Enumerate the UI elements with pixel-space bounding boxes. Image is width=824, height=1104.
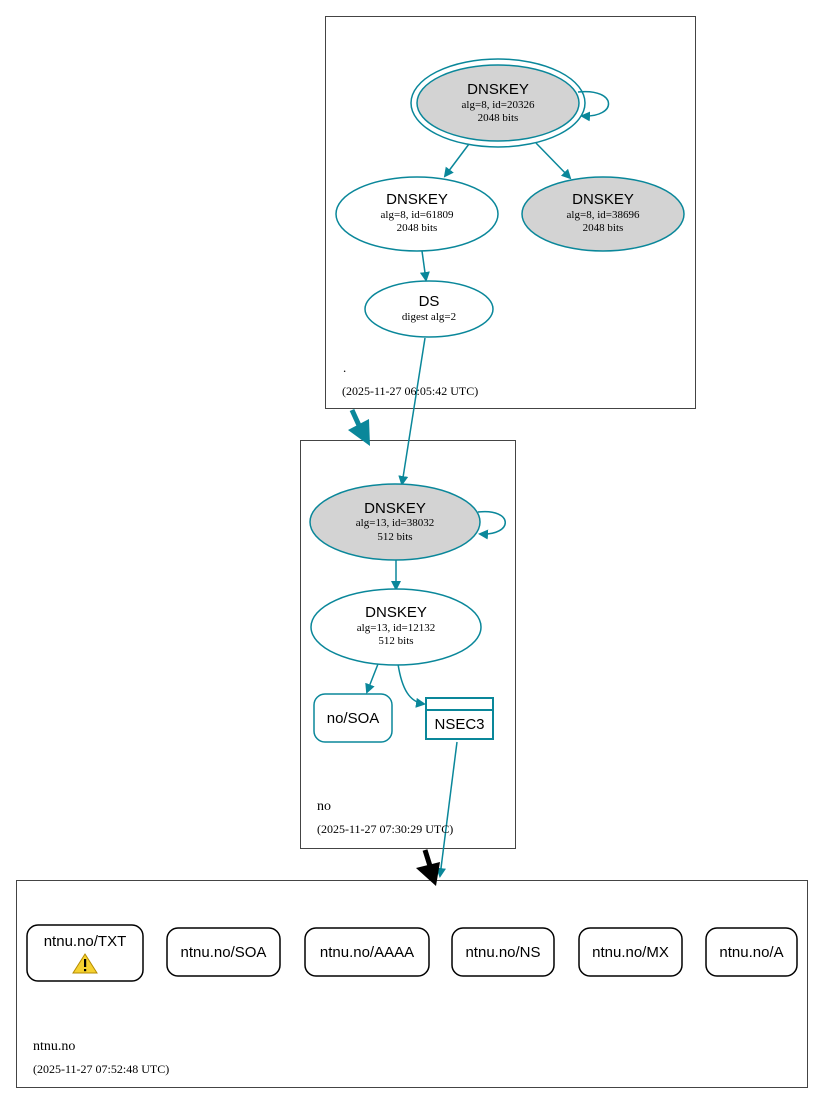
zone-timestamp-root: (2025-11-27 06:05:42 UTC)	[342, 384, 478, 398]
root-zsk-line1: alg=8, id=61809	[381, 209, 454, 221]
zone-label-root: .	[343, 360, 346, 375]
record-label-mx: ntnu.no/MX	[592, 944, 669, 961]
no-soa-node[interactable]: no/SOA	[313, 693, 393, 743]
record-ntnu-txt[interactable]: ntnu.no/TXT	[26, 924, 144, 982]
root-zsk-title: DNSKEY	[386, 191, 448, 208]
no-soa-label: no/SOA	[327, 710, 380, 727]
zone-box-ntnu	[16, 880, 808, 1088]
no-ksk-line2: 512 bits	[377, 531, 412, 543]
edge-no-zsk-to-soa	[365, 663, 379, 694]
record-ntnu-soa[interactable]: ntnu.no/SOA	[166, 927, 281, 977]
record-ntnu-ns[interactable]: ntnu.no/NS	[451, 927, 555, 977]
no-zsk-node[interactable]: DNSKEY alg=13, id=12132 512 bits	[310, 588, 482, 666]
root-key3-line2: 2048 bits	[583, 222, 624, 234]
zone-box-root	[325, 16, 696, 409]
root-zsk-node[interactable]: DNSKEY alg=8, id=61809 2048 bits	[335, 176, 499, 252]
root-ds-node[interactable]: DS digest alg=2	[364, 280, 494, 338]
record-label-txt: ntnu.no/TXT	[44, 933, 127, 950]
edge-nsec3-to-ntnu	[436, 741, 458, 878]
edge-ds-to-no-ksk	[398, 337, 426, 486]
record-label-ns: ntnu.no/NS	[465, 944, 540, 961]
edge-root-ksk-to-zsk	[443, 143, 470, 178]
root-ksk-line1: alg=8, id=20326	[462, 99, 535, 111]
no-ksk-node[interactable]: DNSKEY alg=13, id=38032 512 bits	[309, 483, 481, 561]
no-ksk-line1: alg=13, id=38032	[356, 517, 434, 529]
no-ksk-title: DNSKEY	[364, 500, 426, 517]
no-nsec3-node[interactable]: NSEC3	[425, 697, 494, 740]
warning-icon	[72, 953, 98, 974]
zone-label-no: no	[317, 799, 331, 814]
record-label-a: ntnu.no/A	[719, 944, 783, 961]
record-label-aaaa: ntnu.no/AAAA	[320, 944, 414, 961]
record-ntnu-a[interactable]: ntnu.no/A	[705, 927, 798, 977]
no-nsec3-label: NSEC3	[434, 716, 484, 733]
zone-timestamp-no: (2025-11-27 07:30:29 UTC)	[317, 822, 453, 836]
zone-box-no	[300, 440, 516, 849]
no-zsk-line2: 512 bits	[378, 635, 413, 647]
no-zsk-line1: alg=13, id=12132	[357, 622, 435, 634]
record-label-soa: ntnu.no/SOA	[181, 944, 267, 961]
zone-label-ntnu: ntnu.no	[33, 1039, 75, 1054]
zone-timestamp-ntnu: (2025-11-27 07:52:48 UTC)	[33, 1062, 169, 1076]
edge-no-ksk-self	[477, 510, 506, 540]
root-ksk-line2: 2048 bits	[478, 112, 519, 124]
root-ksk-title: DNSKEY	[467, 81, 529, 98]
delegation-arrow-no-ntnu	[422, 849, 433, 867]
edge-root-ksk-to-key3	[535, 142, 572, 180]
root-ksk-node[interactable]: DNSKEY alg=8, id=20326 2048 bits	[410, 58, 586, 148]
edge-no-zsk-to-nsec3	[397, 663, 426, 708]
edge-root-ksk-self	[577, 90, 610, 122]
no-zsk-title: DNSKEY	[365, 604, 427, 621]
root-key3-node[interactable]: DNSKEY alg=8, id=38696 2048 bits	[521, 176, 685, 252]
root-key3-title: DNSKEY	[572, 191, 634, 208]
root-key3-line1: alg=8, id=38696	[567, 209, 640, 221]
root-ds-title: DS	[419, 293, 440, 310]
record-ntnu-mx[interactable]: ntnu.no/MX	[578, 927, 683, 977]
root-ds-line1: digest alg=2	[402, 311, 456, 323]
edge-root-zsk-to-ds	[419, 250, 430, 282]
record-ntnu-aaaa[interactable]: ntnu.no/AAAA	[304, 927, 430, 977]
delegation-arrowhead-root-no	[348, 419, 370, 446]
root-zsk-line2: 2048 bits	[397, 222, 438, 234]
delegation-arrowhead-no-ntnu	[416, 862, 440, 886]
